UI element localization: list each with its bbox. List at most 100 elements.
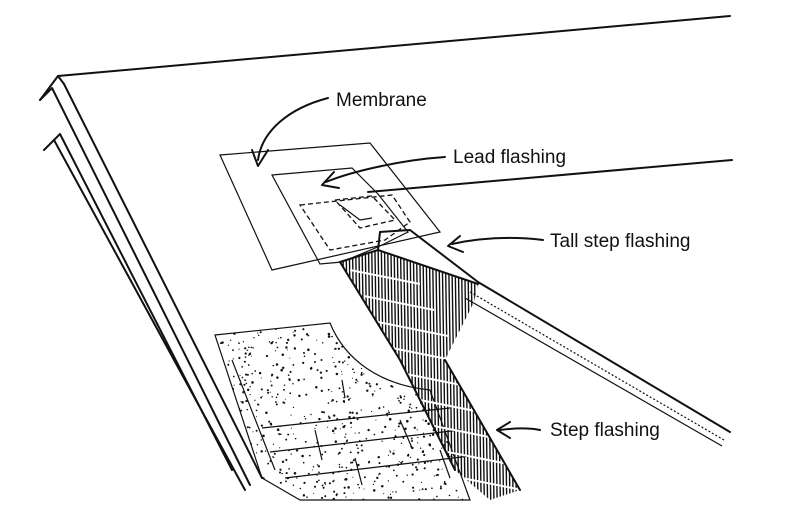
granule-dot [410, 437, 413, 440]
granule-dot [465, 374, 468, 378]
granule-dot [256, 480, 259, 482]
granule-dot [252, 431, 254, 433]
granule-dot [471, 336, 473, 338]
granule-dot [256, 452, 258, 454]
granule-dot [282, 495, 285, 498]
granule-dot [239, 374, 241, 377]
granule-dot [358, 432, 360, 434]
granule-dot [281, 353, 285, 357]
granule-dot [455, 489, 458, 492]
granule-dot [298, 324, 300, 326]
granule-dot [215, 498, 217, 500]
granule-dot [353, 342, 356, 345]
granule-dot [276, 376, 279, 379]
granule-dot [457, 350, 460, 352]
granule-dot [250, 320, 252, 322]
granule-dot [331, 502, 332, 503]
granule-dot [261, 395, 263, 397]
granule-dot [362, 358, 365, 361]
granule-dot [365, 346, 368, 349]
hatch-line [518, 250, 520, 500]
granule-dot [250, 479, 253, 481]
granule-dot [303, 481, 306, 484]
granule-dot [210, 434, 211, 435]
granule-dot [394, 429, 396, 431]
granule-dot [355, 378, 358, 381]
granule-dot [375, 383, 379, 386]
granule-dot [378, 472, 381, 475]
granule-dot [333, 490, 336, 493]
granule-dot [210, 500, 212, 502]
granule-dot [422, 435, 426, 438]
granule-dot [363, 488, 365, 490]
granule-dot [399, 401, 402, 404]
granule-dot [244, 379, 247, 382]
granule-dot [392, 469, 395, 472]
granule-dot [474, 405, 475, 406]
lead-flashing [271, 167, 411, 265]
granule-dot [360, 372, 363, 374]
granule-dot [432, 502, 433, 503]
granule-dot [313, 485, 317, 488]
granule-dot [345, 466, 348, 469]
granule-dot [296, 477, 298, 479]
granule-dot [400, 501, 401, 502]
granule-dot [351, 377, 354, 379]
granule-dot [270, 374, 273, 377]
granule-dot [264, 450, 267, 452]
granule-dot [256, 443, 259, 446]
granule-dot [291, 324, 294, 327]
granule-dot [215, 332, 216, 335]
granule-dot [318, 479, 320, 482]
granule-dot [357, 380, 359, 382]
granule-dot [225, 324, 229, 327]
granule-dot [279, 336, 282, 339]
granule-dot [238, 447, 241, 451]
granule-dot [381, 440, 383, 442]
granule-dot [347, 355, 351, 359]
granule-dot [283, 384, 286, 386]
granule-dot [404, 427, 407, 431]
granule-dot [243, 383, 246, 386]
granule-dot [260, 424, 264, 427]
granule-dot [293, 347, 297, 350]
granule-dot [352, 459, 355, 462]
granule-dot [209, 409, 211, 411]
granule-dot [416, 458, 419, 461]
granule-dot [252, 489, 254, 492]
granule-dot [245, 484, 247, 486]
granule-dot [246, 408, 249, 411]
granule-dot [368, 331, 370, 334]
granule-dot [389, 451, 392, 453]
granule-dot [258, 320, 259, 321]
granule-dot [278, 337, 280, 339]
granule-dot [470, 490, 472, 492]
granule-dot [314, 321, 315, 322]
granule-dot [272, 443, 275, 445]
granule-dot [378, 474, 380, 476]
granule-dot [281, 320, 283, 322]
granule-dot [448, 494, 451, 497]
granule-dot [333, 479, 335, 481]
granule-dot [352, 476, 354, 478]
granule-dot [225, 446, 228, 449]
granule-dot [479, 346, 481, 348]
granule-dot [386, 415, 388, 417]
granule-dot [246, 373, 249, 376]
granule-dot [381, 431, 384, 434]
granule-dot [276, 393, 279, 396]
granule-dot [268, 341, 271, 343]
granule-dot [355, 412, 359, 415]
granule-dot [313, 352, 317, 356]
granule-dot [214, 466, 215, 467]
granule-dot [372, 489, 376, 492]
granule-dot [262, 434, 265, 438]
granule-dot [387, 480, 389, 482]
granule-dot [419, 489, 421, 491]
granule-dot [406, 474, 408, 476]
granule-dot [341, 466, 343, 469]
granule-dot [306, 496, 308, 498]
granule-dot [273, 456, 275, 459]
granule-dot [242, 341, 245, 343]
granule-dot [252, 346, 254, 349]
